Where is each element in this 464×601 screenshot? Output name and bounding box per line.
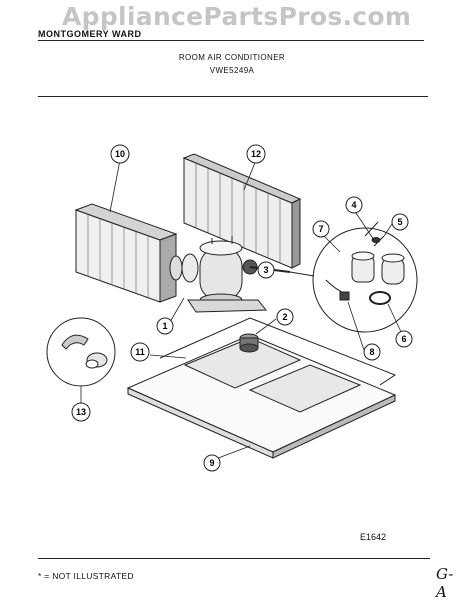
callout-rings (71, 144, 413, 472)
detail-circle-clamp (46, 317, 116, 387)
callout-11: 11 (135, 347, 145, 357)
callout-3: 3 (263, 265, 268, 275)
callout-6: 6 (401, 334, 406, 344)
compressor (181, 236, 268, 313)
callout-1: 1 (162, 321, 167, 331)
callout-8: 8 (369, 347, 374, 357)
watermark: AppliancePartsPros.com (62, 2, 412, 31)
compressor-mount (239, 333, 259, 353)
title-rule (38, 96, 428, 97)
callout-4: 4 (351, 200, 356, 210)
diagram-title: ROOM AIR CONDITIONER (178, 53, 286, 62)
model-number: VWE5249A (209, 66, 255, 75)
condenser-coil (182, 153, 302, 269)
base-pan (126, 317, 397, 459)
brand-name: MONTGOMERY WARD (38, 29, 142, 39)
callout-labels: 10 12 1 2 3 4 5 7 6 8 9 11 13 (76, 149, 407, 468)
callout-2: 2 (282, 312, 287, 322)
callout-12: 12 (251, 149, 261, 159)
detail-circle-hardware (289, 221, 418, 333)
footer-rule (38, 558, 430, 559)
handwritten-initials: G-A (436, 565, 454, 601)
header-rule (38, 40, 424, 41)
callout-10: 10 (115, 149, 125, 159)
callout-13: 13 (76, 407, 86, 417)
evaporator-coil (74, 203, 178, 303)
diagram-code: E1642 (360, 532, 387, 542)
footer-note: * = NOT ILLUSTRATED (38, 571, 134, 581)
callout-7: 7 (318, 224, 323, 234)
dryer-valve (169, 255, 183, 281)
callout-9: 9 (209, 458, 214, 468)
callout-5: 5 (397, 217, 402, 227)
